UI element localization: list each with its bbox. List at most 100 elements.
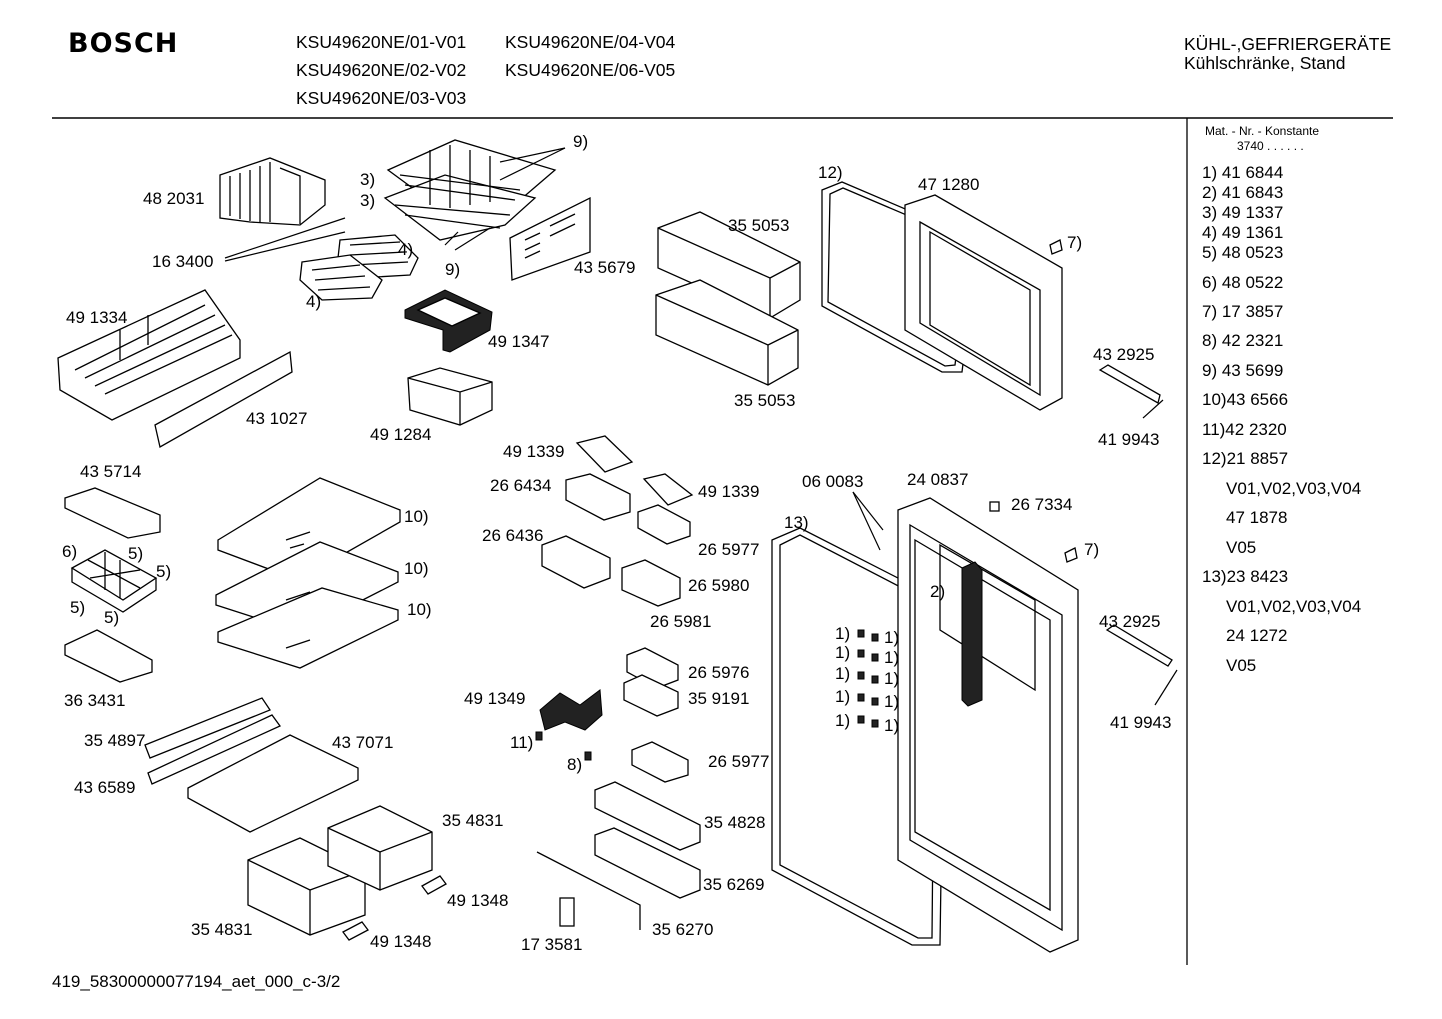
part-label: 26 5977 [708,752,770,771]
part-label: 1) [884,628,900,647]
part-label: 47 1280 [918,175,980,194]
part-label: 49 1284 [370,425,432,444]
part-label: 49 1347 [488,332,550,351]
part-label: 24 0837 [907,470,969,489]
door-box-part [541,535,611,589]
legend-entry: V05 [1226,656,1257,675]
part-label: 26 6434 [490,476,552,495]
tray-part [64,629,153,683]
part-label: 8) [567,755,583,774]
hinge-part [559,897,575,927]
part-label: 35 5053 [728,216,790,235]
part-label: 7) [1067,233,1083,252]
part-label: 2) [930,582,946,601]
wire-shelf-part [383,139,557,241]
clip-part [584,751,592,761]
legend-entry: 2) 41 6843 [1202,183,1284,202]
brand-logo: BOSCH [68,28,179,59]
part-label: 26 5981 [650,612,712,631]
egg-tray-part [642,473,694,506]
part-label: 3) [360,191,376,210]
part-label: 35 9191 [688,689,750,708]
part-label: 35 4831 [442,811,504,830]
legend-entry: 47 1878 [1226,508,1288,527]
part-label: 43 5679 [574,258,636,277]
part-label: 10) [404,507,429,526]
part-label: 7) [1084,540,1100,559]
model-number: KSU49620NE/04-V04 [505,32,676,52]
part-label: 6) [62,542,78,561]
part-label: 10) [404,559,429,578]
part-label: 43 6589 [74,778,136,797]
door-box-part [565,473,631,521]
part-label: 49 1348 [370,932,432,951]
legend-heading: Mat. - Nr. - Konstante [1205,124,1320,138]
door-box-part [637,504,691,545]
part-label: 26 5976 [688,663,750,682]
part-label: 17 3581 [521,935,583,954]
part-label: 5) [128,544,144,563]
part-label: 5) [104,608,120,627]
freezer-cover-part [219,157,326,226]
legend-entry: 8) 42 2321 [1202,331,1284,350]
part-label: 35 4897 [84,731,146,750]
air-vent-strip-part [147,714,281,785]
door-handle-part [1098,364,1161,404]
part-label: 4) [398,240,414,259]
part-label: 1) [835,624,851,643]
part-label: 49 1349 [464,689,526,708]
part-label: 41 9943 [1098,430,1160,449]
legend-entry: 24 1272 [1226,626,1288,645]
part-label: 35 5053 [734,391,796,410]
part-label: 13) [784,513,809,532]
clip-part [989,501,1000,512]
roller-part [421,875,447,895]
tray-part [64,487,161,539]
part-label: 26 7334 [1011,495,1073,514]
bottle-holder-part [539,689,603,731]
hinge-cover-part [1064,547,1078,563]
legend-entry: 3) 49 1337 [1202,203,1284,222]
part-label: 12) [818,163,843,182]
part-label: 43 2925 [1093,345,1155,364]
legend-entry: 11)42 2320 [1202,420,1287,439]
door-shelf-part [594,827,701,899]
part-label: 11) [510,733,534,752]
part-label: 3) [360,170,376,189]
door-box-part [631,741,689,783]
divider-grid-part [70,549,158,613]
model-number: KSU49620NE/03-V03 [296,88,467,108]
legend-entry: 9) 43 5699 [1202,361,1284,380]
freezer-door-part [904,194,1063,411]
part-label: 9) [573,132,589,151]
part-label: 26 5977 [698,540,760,559]
legend-entry: 4) 49 1361 [1202,223,1284,242]
legend-entry: 13)23 8423 [1202,567,1289,586]
model-number: KSU49620NE/01-V01 [296,32,467,52]
part-label: 49 1339 [698,482,760,501]
part-label: 1) [835,643,851,662]
part-label: 16 3400 [152,252,214,271]
hinge-cover-part [1049,239,1063,255]
part-label: 26 6436 [482,526,544,545]
vegetable-drawer-part [247,805,433,936]
part-label: 35 4831 [191,920,253,939]
door-box-part [621,559,681,607]
part-label: 1) [835,711,851,730]
door-box-part [623,674,679,717]
part-label: 26 5980 [688,576,750,595]
shelf-support-part [857,629,879,728]
part-label: 9) [445,260,461,279]
part-label: 06 0083 [802,472,864,491]
part-label: 41 9943 [1110,713,1172,732]
trim-strip-part [154,350,293,448]
door-gasket-part [821,181,979,373]
part-label: 35 6269 [703,875,765,894]
clip-part [535,731,543,741]
part-label: 35 4828 [704,813,766,832]
part-label: 49 1348 [447,891,509,910]
legend-entry: V01,V02,V03,V04 [1226,479,1362,498]
legend-entry: V01,V02,V03,V04 [1226,597,1362,616]
legend-entry: 1) 41 6844 [1202,163,1284,182]
